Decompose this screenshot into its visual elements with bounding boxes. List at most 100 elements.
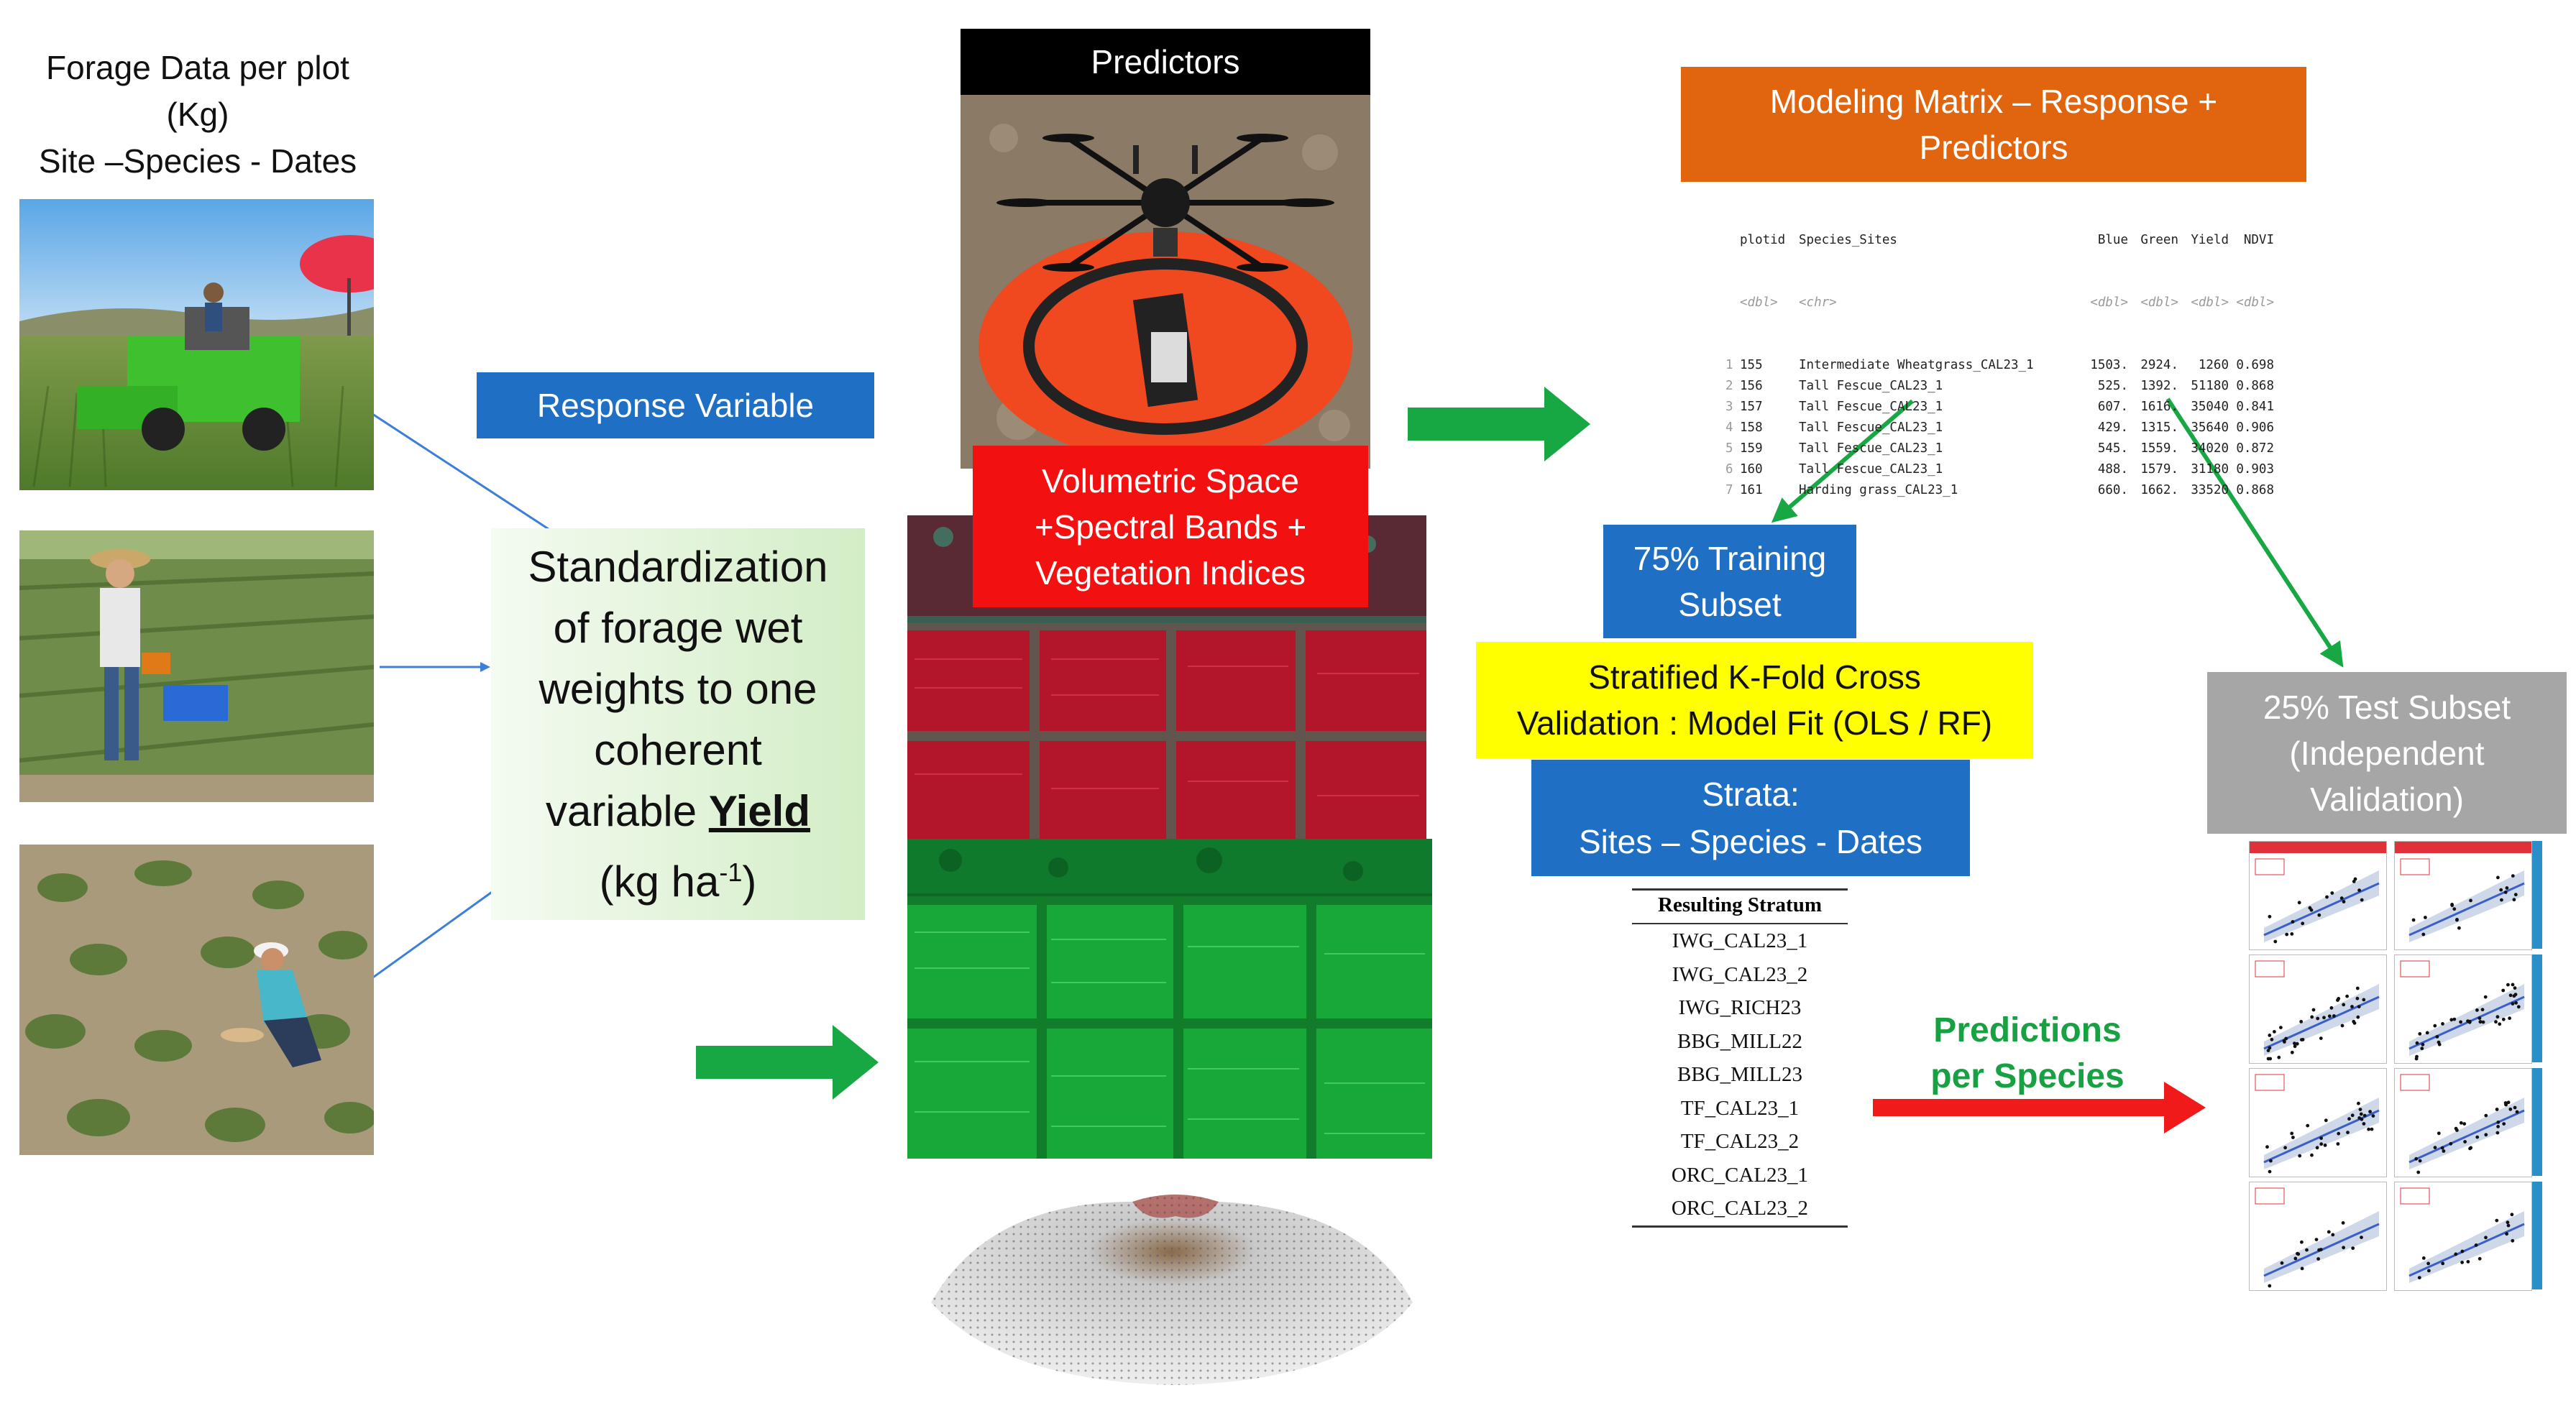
confidence-band [2264, 870, 2379, 942]
strata-line1: Strata: [1702, 776, 1800, 813]
type-blue: <dbl> [2090, 295, 2128, 310]
matrix-cell: 0.906 [2236, 420, 2274, 435]
scatter-point [2368, 1110, 2372, 1113]
validation-plot-thumbnail [2249, 1068, 2387, 1177]
photo-field-worker-1 [19, 530, 374, 802]
matrix-to-training-arrow [1771, 399, 1914, 523]
col-blue: Blue [2097, 233, 2128, 247]
scatter-point [2297, 901, 2301, 905]
scatter-mini [2255, 960, 2380, 1061]
plot-strip [2250, 842, 2386, 853]
matrix-cell: 156 [1740, 379, 1763, 393]
r2-box [2400, 1187, 2430, 1205]
col-plotid: plotid [1740, 233, 1786, 247]
scatter-point [2441, 1022, 2444, 1026]
scatter-point [2270, 1037, 2274, 1041]
scatter-point [2300, 1240, 2304, 1244]
species-strip [2532, 1068, 2542, 1176]
scatter-point [2268, 1169, 2272, 1174]
matrix-header-row: plotid Species_Sites Blue Green Yield ND… [1725, 230, 2286, 251]
scatter-point [2454, 1252, 2458, 1256]
volumetric-line3: Vegetation Indices [1035, 553, 1306, 592]
scatter-point [2273, 1030, 2276, 1034]
scatter-point [2280, 1261, 2284, 1265]
scatter-point [2315, 1146, 2319, 1150]
scatter-point [2370, 1127, 2374, 1131]
scatter-point [2449, 1018, 2454, 1022]
scatter-point [2342, 1003, 2346, 1007]
scatter-point [2513, 1105, 2517, 1110]
predictions-line2: per Species [1930, 1057, 2124, 1095]
validation-plot-thumbnail [2394, 954, 2532, 1064]
scatter-point [2325, 895, 2329, 899]
confidence-band [2264, 1211, 2379, 1283]
scatter-point [2329, 1006, 2334, 1010]
scatter-point [2442, 1149, 2446, 1153]
scatter-point [2514, 1000, 2518, 1005]
species-strip [2532, 841, 2542, 949]
standardization-line5: variable Yield [546, 781, 810, 842]
scatter-point [2494, 1020, 2498, 1024]
confidence-band [2409, 870, 2524, 942]
scatter-point [2420, 1046, 2424, 1051]
predictions-line1: Predictions [1933, 1011, 2122, 1049]
fit-line [2408, 1223, 2525, 1277]
scatter-point [2503, 891, 2508, 894]
matrix-cell: 160 [1740, 462, 1763, 477]
forage-title: Forage Data per plot (Kg) Site –Species … [11, 45, 385, 185]
matrix-cell: 1260 [2198, 358, 2229, 372]
scatter-point [2367, 1127, 2370, 1131]
scatter-point [2319, 1036, 2323, 1040]
scatter-point [2496, 1125, 2500, 1128]
scatter-point [2508, 1016, 2511, 1021]
response-variable-label: Response Variable [477, 372, 874, 438]
scatter-point [2362, 998, 2366, 1002]
spectral-green-illustration [907, 839, 1432, 1159]
scatter-point [2495, 1108, 2499, 1111]
scatter-point [2269, 1159, 2273, 1163]
matrix-cell: 155 [1740, 358, 1763, 372]
r2-box [2255, 1074, 2285, 1091]
test-line2: (Independent [2289, 734, 2485, 772]
confidence-band [2409, 1098, 2524, 1169]
training-line2: Subset [1678, 586, 1782, 623]
scatter-point [2360, 1117, 2364, 1121]
scatter-point [2495, 1218, 2499, 1223]
image-point-cloud [917, 1159, 1427, 1389]
scatter-point [2362, 1113, 2367, 1118]
matrix-cell: 4 [1725, 420, 1733, 435]
standardization-box: Standardization of forage wet weights to… [491, 528, 865, 920]
scatter-point [2291, 1136, 2295, 1139]
predictors-to-matrix-arrow [1408, 387, 1590, 461]
matrix-cell: 34020 [2191, 441, 2229, 456]
validation-plot-thumbnail [2394, 1068, 2532, 1177]
matrix-cell: 6 [1725, 462, 1733, 477]
scatter-mini [2395, 842, 2531, 942]
type-plotid: <dbl> [1740, 295, 1778, 310]
modeling-line2: Predictors [1919, 129, 2068, 166]
scatter-point [2357, 1005, 2361, 1008]
scatter-point [2433, 1146, 2437, 1149]
scatter-point [2460, 1249, 2465, 1254]
scatter-point [2452, 1017, 2457, 1021]
scatter-point [2305, 1248, 2309, 1252]
scatter-point [2508, 1107, 2513, 1111]
scatter-point [2427, 1269, 2431, 1273]
matrix-cell: 1662. [2140, 483, 2178, 497]
scatter-point [2416, 1170, 2421, 1174]
scatter-point [2342, 900, 2346, 903]
scatter-point [2475, 1008, 2479, 1012]
scatter-point [2414, 1057, 2419, 1061]
r2-box [2255, 858, 2285, 875]
scatter-point [2506, 1100, 2511, 1105]
stratum-row: TF_CAL23_1 [1680, 1096, 1800, 1120]
standardization-to-predictors-arrow [696, 1025, 879, 1100]
scatter-point [2437, 1040, 2441, 1044]
scatter-point [2504, 1103, 2508, 1106]
matrix-cell: Tall Fescue_CAL23_1 [1799, 420, 1943, 435]
scatter-point [2437, 1131, 2441, 1136]
scatter-point [2500, 898, 2503, 902]
scatter-point [2483, 995, 2488, 999]
scatter-mini [2400, 1187, 2525, 1283]
